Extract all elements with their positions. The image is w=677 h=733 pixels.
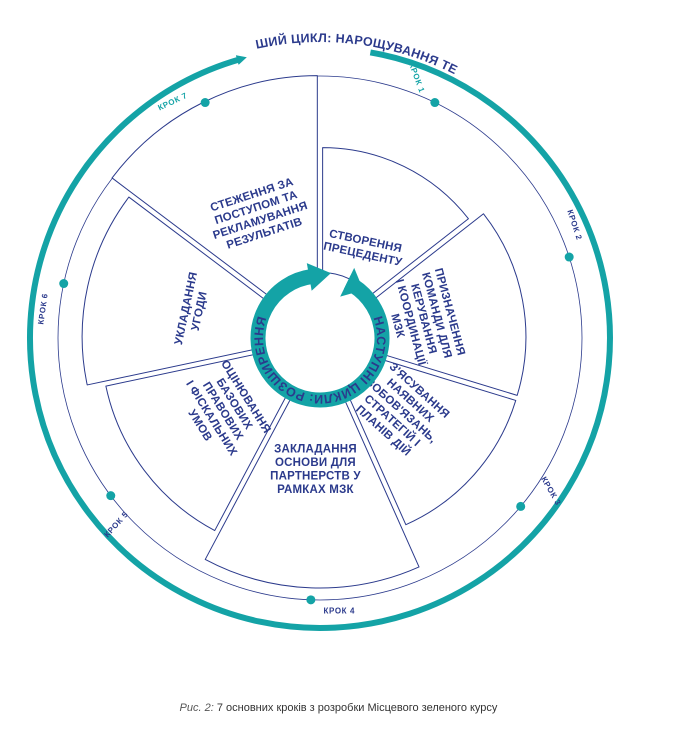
step-5-label: КРОК 5 (102, 510, 130, 539)
step-4-title-line: ПАРТНЕРСТВ У (270, 471, 361, 483)
inner-cycle-ring (250, 269, 390, 408)
step-2-marker-dot (564, 252, 574, 262)
step-4-marker-dot (306, 595, 316, 605)
step-4-title-line: ЗАКЛАДАННЯ (274, 444, 357, 456)
step-4-title-line: РАМКАХ МЗК (277, 484, 354, 496)
outer-cycle-arrow (27, 49, 613, 631)
step-segment-1 (322, 147, 469, 297)
outer-cycle-ring (27, 49, 613, 631)
step-6-marker-dot (59, 279, 69, 289)
step-4-title-line: ОСНОВИ ДЛЯ (275, 457, 356, 469)
step-6-label: КРОК 6 (36, 293, 49, 325)
step-3-marker-dot (516, 501, 526, 511)
step-1-marker-dot (430, 98, 440, 108)
caption-prefix: Рис. 2: (179, 702, 214, 714)
step-5-marker-dot (106, 491, 116, 501)
outer-cycle-label: ПЕРШИЙ ЦИКЛ: НАРОЩУВАННЯ ТЕМПІВ (0, 0, 460, 77)
inner-cycle-arrowhead-left (306, 263, 331, 291)
step-guide-circle (57, 75, 583, 601)
caption-text: 7 основних кроків з розробки Місцевого з… (216, 702, 498, 714)
step-segments (57, 75, 583, 601)
step-4-label: КРОК 4 (324, 606, 356, 615)
step-3-label: КРОК 3 (539, 475, 563, 507)
figure-caption: Рис. 2: 7 основних кроків з розробки Міс… (0, 702, 677, 714)
inner-cycle-arrowhead (340, 267, 364, 297)
inner-cycle-arrow (250, 263, 390, 408)
step-7-marker-dot (200, 98, 210, 108)
